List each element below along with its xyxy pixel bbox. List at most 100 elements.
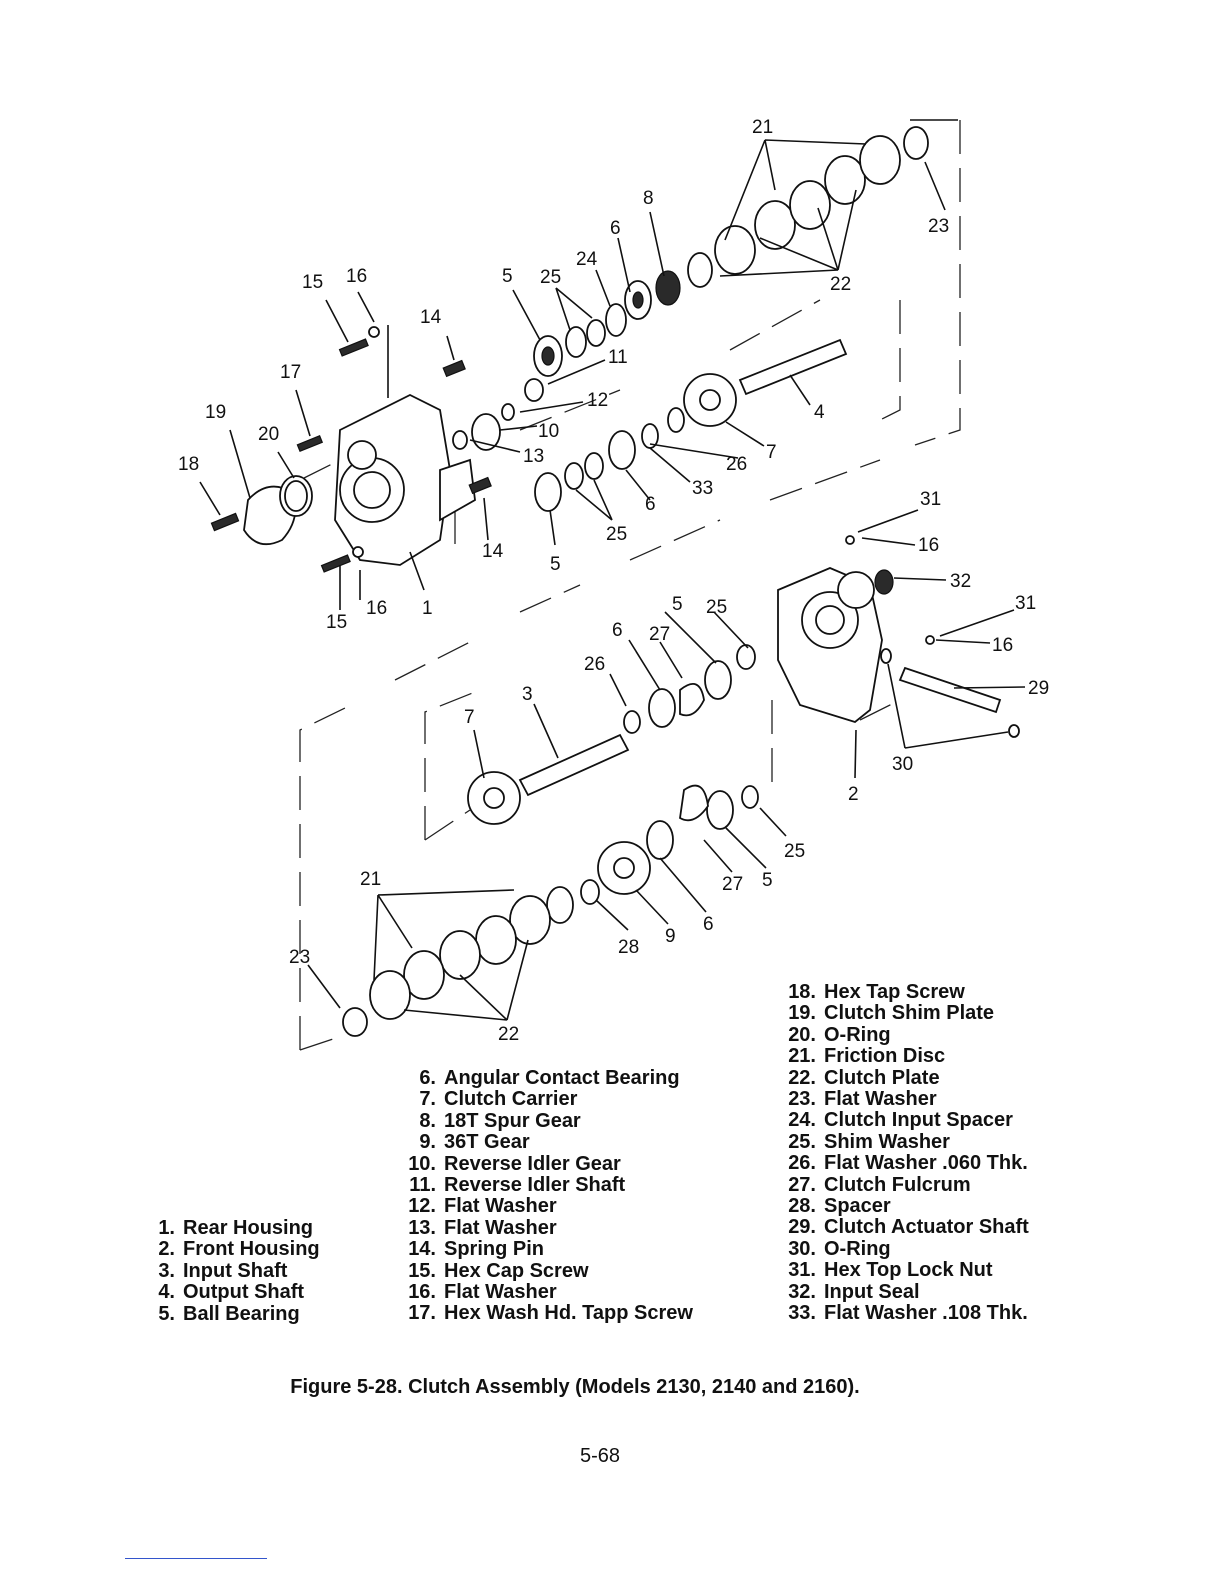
legend-item: 33.Flat Washer .108 Thk.	[788, 1302, 1028, 1325]
callout: 32	[950, 571, 971, 592]
callout: 6	[645, 494, 656, 515]
callout: 6	[703, 914, 714, 935]
legend-item: 17.Hex Wash Hd. Tapp Screw	[408, 1302, 693, 1325]
callout: 31	[920, 489, 941, 510]
parts-legend-col3: 18.Hex Tap Screw 19.Clutch Shim Plate 20…	[780, 981, 1029, 1325]
callout: 28	[618, 937, 639, 958]
callout: 4	[814, 402, 825, 423]
callout: 25	[540, 267, 561, 288]
input-shaft-train	[467, 644, 756, 825]
legend-item: 6.Angular Contact Bearing	[419, 1067, 680, 1089]
legend-item: 2.Front Housing	[158, 1238, 320, 1261]
legend-item: 23.Flat Washer	[788, 1088, 937, 1111]
callout: 24	[576, 249, 598, 270]
legend-item: 22.Clutch Plate	[788, 1066, 940, 1089]
rear-housing	[334, 393, 476, 566]
footnote-rule	[125, 1558, 267, 1559]
callout: 16	[366, 598, 387, 619]
callout: 23	[928, 216, 949, 237]
callout: 8	[643, 188, 654, 209]
assembly-centerlines	[299, 120, 961, 1051]
parts-legend-col1: 1.Rear Housing 2.Front Housing 3.Input S…	[146, 1217, 320, 1325]
callout: 14	[420, 307, 442, 328]
legend-item: 20.O-Ring	[788, 1023, 891, 1046]
callout-labels: 21 23 22 8 6 24 25 5 15 16 14 11 12 10 1…	[178, 117, 1049, 1045]
legend-item: 13.Flat Washer	[408, 1216, 557, 1239]
legend-item: 7.Clutch Carrier	[419, 1088, 578, 1111]
legend-item: 3.Input Shaft	[158, 1259, 288, 1282]
legend-item: 14.Spring Pin	[408, 1238, 544, 1261]
legend-item: 32.Input Seal	[788, 1280, 920, 1303]
upper-shaft-train	[452, 126, 929, 512]
callout: 16	[346, 266, 367, 287]
legend-item: 21.Friction Disc	[788, 1045, 946, 1068]
legend-item: 30.O-Ring	[788, 1237, 891, 1260]
legend-item: 26.Flat Washer .060 Thk.	[788, 1152, 1028, 1175]
callout: 25	[706, 597, 727, 618]
callout: 21	[360, 869, 381, 890]
callout: 25	[606, 524, 627, 545]
legend-item: 15.Hex Cap Screw	[408, 1259, 589, 1282]
callout: 20	[258, 424, 279, 445]
callout: 15	[326, 612, 347, 633]
callout: 6	[610, 218, 621, 239]
legend-item: 1.Rear Housing	[158, 1217, 314, 1239]
parts-legend-col2: 6.Angular Contact Bearing 7.Clutch Carri…	[400, 1067, 693, 1325]
callout: 5	[762, 870, 773, 891]
figure-caption: Figure 5-28. Clutch Assembly (Models 213…	[290, 1376, 860, 1398]
legend-item: 19.Clutch Shim Plate	[788, 1002, 995, 1025]
front-housing	[777, 535, 1020, 738]
legend-item: 28.Spacer	[788, 1195, 891, 1218]
callout: 30	[892, 754, 913, 775]
callout: 13	[523, 446, 544, 467]
legend-item: 12.Flat Washer	[408, 1195, 557, 1218]
callout: 16	[992, 635, 1013, 656]
callout: 17	[280, 362, 301, 383]
callout: 18	[178, 454, 199, 475]
callout: 16	[918, 535, 939, 556]
callout: 15	[302, 272, 323, 293]
legend-item: 27.Clutch Fulcrum	[788, 1173, 971, 1196]
callout: 12	[587, 390, 608, 411]
callout: 26	[584, 654, 605, 675]
legend-item: 9.36T Gear	[419, 1131, 530, 1154]
legend-item: 11.Reverse Idler Shaft	[409, 1174, 626, 1197]
callout: 5	[502, 266, 513, 287]
callout: 33	[692, 478, 713, 499]
page-number: 5-68	[579, 1445, 621, 1467]
callout: 31	[1015, 593, 1036, 614]
callout: 29	[1028, 678, 1049, 699]
callout: 5	[672, 594, 683, 615]
callout: 25	[784, 841, 805, 862]
callout: 10	[538, 421, 559, 442]
callout: 22	[830, 274, 851, 295]
callout: 11	[608, 347, 628, 368]
callout: 9	[665, 926, 676, 947]
callout: 27	[649, 624, 670, 645]
legend-item: 25.Shim Washer	[788, 1130, 950, 1153]
legend-item: 29.Clutch Actuator Shaft	[788, 1216, 1029, 1239]
legend-item: 31.Hex Top Lock Nut	[788, 1259, 993, 1282]
callout: 5	[550, 554, 561, 575]
legend-item: 10.Reverse Idler Gear	[408, 1152, 621, 1175]
leader-lines	[199, 119, 1026, 1021]
legend-item: 5.Ball Bearing	[158, 1302, 300, 1325]
callout: 21	[752, 117, 773, 138]
legend-item: 18.Hex Tap Screw	[788, 981, 965, 1003]
callout: 6	[612, 620, 623, 641]
callout: 27	[722, 874, 743, 895]
callout: 7	[464, 707, 475, 728]
callout: 22	[498, 1024, 519, 1045]
callout: 14	[482, 541, 504, 562]
legend-item: 24.Clutch Input Spacer	[788, 1109, 1013, 1132]
legend-item: 8.18T Spur Gear	[419, 1109, 581, 1132]
callout: 19	[205, 402, 226, 423]
shim-plate-group	[210, 326, 492, 573]
callout: 1	[422, 598, 433, 619]
legend-item: 16.Flat Washer	[408, 1281, 557, 1304]
callout: 3	[522, 684, 533, 705]
callout: 23	[289, 947, 310, 968]
callout: 7	[766, 442, 777, 463]
legend-item: 4.Output Shaft	[158, 1281, 305, 1304]
